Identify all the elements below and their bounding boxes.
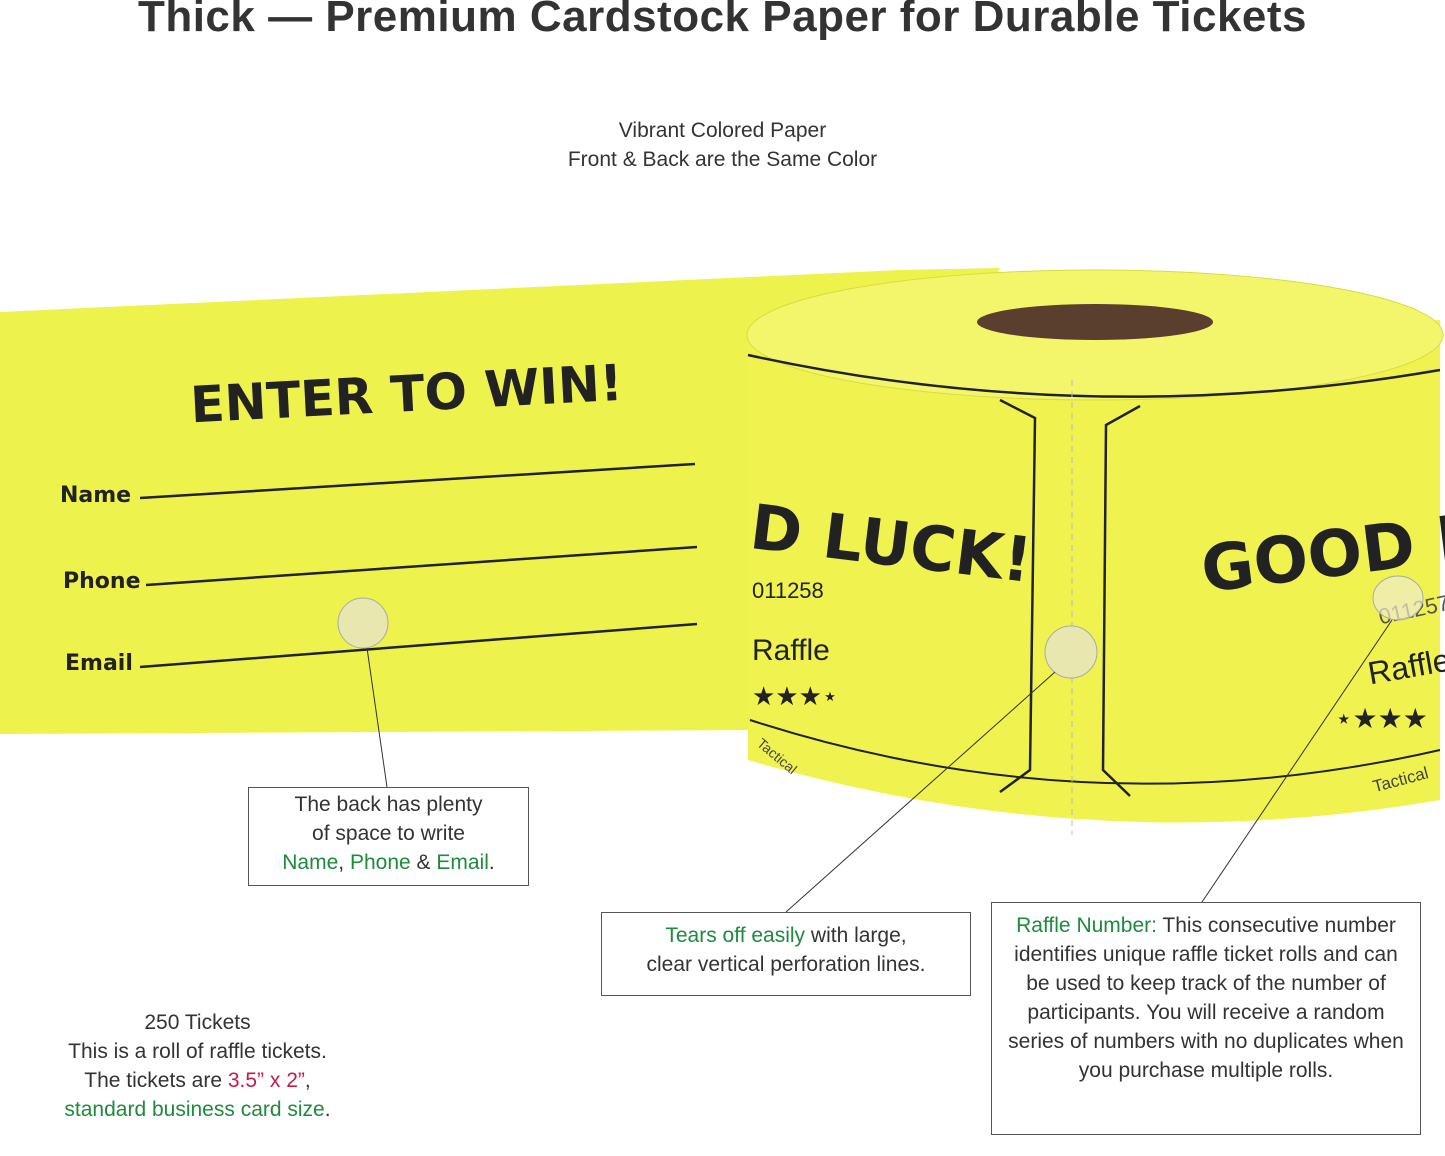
field-label-phone: Phone [63, 569, 140, 594]
callout-back-line3: Name, Phone & Email. [249, 848, 528, 877]
callout-back: The back has plenty of space to write Na… [248, 787, 529, 886]
back-marker [337, 597, 389, 649]
callout-raffle-number: Raffle Number: This consecutive number i… [991, 902, 1421, 1135]
email-highlight: Email [436, 851, 489, 874]
info-pre: The tickets are [84, 1069, 228, 1092]
info-line4: standard business card size. [20, 1095, 375, 1124]
period: . [488, 851, 495, 874]
number-leader [1201, 619, 1393, 903]
sep: & [410, 851, 437, 874]
ticket-back: ENTER TO WIN! Name Phone Email [60, 354, 698, 676]
email-line [139, 622, 698, 669]
phone-line [145, 545, 698, 587]
period: . [324, 1098, 331, 1121]
tear-rest: with large, [805, 924, 907, 947]
field-label-name: Name [60, 483, 131, 508]
comma: , [304, 1069, 311, 1092]
callout-back-line1: The back has plenty [294, 793, 483, 816]
stars-left: ★★★⋆ [752, 681, 838, 711]
info-line3: The tickets are 3.5” x 2”, [20, 1066, 375, 1095]
info-line2: This is a roll of raffle tickets. [68, 1040, 327, 1063]
raffle-label-left: Raffle [752, 634, 830, 667]
callout-back-line2: of space to write [312, 822, 465, 845]
standard-size: standard business card size [64, 1098, 325, 1121]
subtitle-line-1: Vibrant Colored Paper [618, 119, 827, 142]
field-label-email: Email [65, 651, 133, 676]
phone-highlight: Phone [349, 851, 411, 874]
stars-right: ⋆★★★ [1335, 703, 1428, 734]
ticket-info: 250 Tickets This is a roll of raffle tic… [20, 1008, 375, 1124]
subtitle: Vibrant Colored Paper Front & Back are t… [0, 116, 1445, 174]
page-title: Thick — Premium Cardstock Paper for Dura… [137, 0, 1308, 41]
raffle-rest: This consecutive number identifies uniqu… [1008, 914, 1404, 1082]
callout-tear-line1: Tears off easily with large, [602, 921, 970, 950]
raffle-highlight: Raffle Number: [1016, 914, 1157, 937]
perforation-marker [1044, 625, 1098, 679]
ticket-roll: D LUCK! 011258 Raffle ★★★⋆ Tactical GOOD… [746, 269, 1445, 835]
name-highlight: Name [282, 851, 339, 874]
ticket-number-left: 011258 [752, 578, 824, 603]
number-marker [1372, 575, 1424, 621]
tear-highlight: Tears off easily [665, 924, 806, 947]
ticket-size: 3.5” x 2” [227, 1069, 305, 1092]
subtitle-line-2: Front & Back are the Same Color [567, 148, 878, 171]
ticket-count: 250 Tickets [144, 1011, 251, 1034]
sep: , [338, 851, 350, 874]
back-leader [366, 647, 388, 788]
name-line [139, 462, 696, 500]
callout-tear: Tears off easily with large, clear verti… [601, 912, 971, 996]
perforation-leader [785, 671, 1056, 913]
callout-tear-line2: clear vertical perforation lines. [646, 953, 926, 976]
